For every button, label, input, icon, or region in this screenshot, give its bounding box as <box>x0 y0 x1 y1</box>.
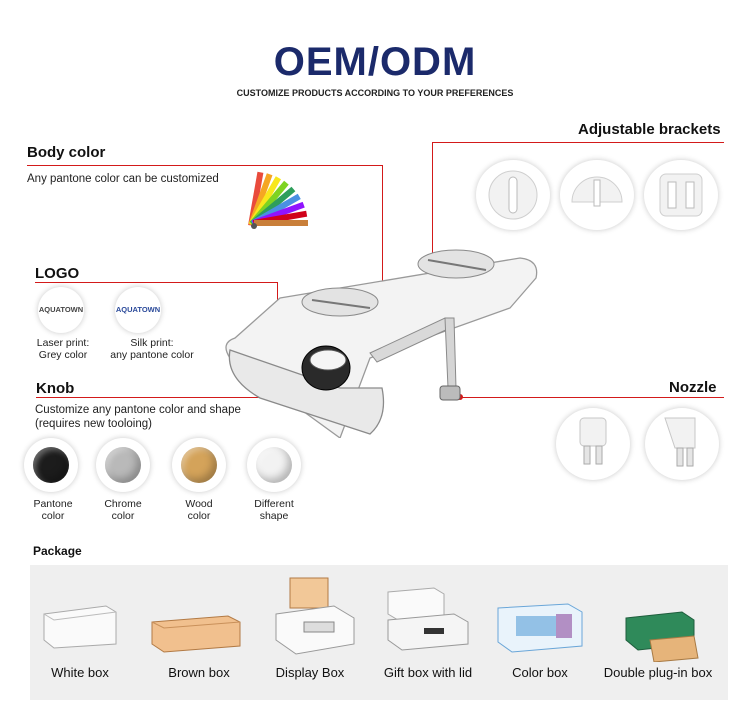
body-color-leader-vertical <box>382 165 383 288</box>
package-label-5: Color box <box>512 665 568 680</box>
double-plug-in-box-image <box>625 611 699 662</box>
bracket-round-icon <box>488 170 538 220</box>
brown-box-image <box>151 615 241 653</box>
white-box-image <box>43 605 117 649</box>
pantone-swatch-fan-icon <box>248 171 308 229</box>
package-label-6: Double plug-in box <box>603 665 713 680</box>
nozzle-title: Nozzle <box>669 379 717 396</box>
laser-print-label: Laser print: Grey color <box>36 337 90 361</box>
knob-swatch <box>256 447 292 483</box>
silk-logo-sample: AQUATOWN <box>115 287 161 333</box>
gift-box-image <box>387 587 469 651</box>
display-box-image <box>275 577 355 655</box>
logo-leader <box>35 282 277 283</box>
silk-print-label: Silk print: any pantone color <box>110 337 194 361</box>
knob-option-1-image <box>24 438 78 492</box>
bidet-product-illustration <box>225 249 538 438</box>
bracket-slot-image <box>560 160 634 230</box>
package-label-4: Gift box with lid <box>383 665 473 680</box>
nozzle-side-icon <box>664 417 696 467</box>
brackets-leader <box>432 142 724 143</box>
knob-option-2-image <box>96 438 150 492</box>
package-label-3: Display Box <box>275 665 345 680</box>
laser-logo-sample: AQUATOWN <box>38 287 84 333</box>
laser-logo-text: AQUATOWN <box>38 305 84 314</box>
bracket-slot-icon <box>571 176 623 207</box>
knob-option-4-image <box>247 438 301 492</box>
body-color-leader <box>27 165 382 166</box>
bidet-nozzle-stem <box>444 317 457 389</box>
bracket-frame-icon <box>659 173 703 217</box>
silk-logo-text: AQUATOWN <box>115 305 161 314</box>
brackets-leader-vertical <box>432 142 433 261</box>
nozzle-front-image <box>556 408 630 480</box>
bracket-pad-left <box>301 287 379 317</box>
brackets-title: Adjustable brackets <box>578 121 721 138</box>
page-subtitle: CUSTOMIZE PRODUCTS ACCORDING TO YOUR PRE… <box>236 88 514 98</box>
package-label-1: White box <box>51 665 109 680</box>
knob-description: Customize any pantone color and shape (r… <box>35 404 241 430</box>
color-box-image <box>497 603 583 653</box>
nozzle-side-image <box>645 408 719 480</box>
bidet-knob-top <box>309 349 347 371</box>
knob-title: Knob <box>36 380 75 397</box>
bidet-nozzle-connector <box>439 385 461 401</box>
knob-option-3-image <box>172 438 226 492</box>
nozzle-front-icon <box>579 417 607 465</box>
knob-swatch <box>33 447 69 483</box>
bracket-round-image <box>476 160 550 230</box>
package-band <box>30 565 728 700</box>
knob-swatch <box>181 447 217 483</box>
logo-title: LOGO <box>35 265 80 282</box>
knob-leader <box>36 397 329 398</box>
body-color-title: Body color <box>27 144 106 161</box>
nozzle-leader <box>460 397 724 398</box>
package-title: Package <box>33 544 82 558</box>
page-title: OEM/ODM <box>273 40 477 84</box>
knob-swatch <box>105 447 141 483</box>
bracket-frame-image <box>644 160 718 230</box>
body-color-description: Any pantone color can be customized <box>27 173 219 185</box>
package-label-2: Brown box <box>168 665 230 680</box>
bidet-front-housing <box>228 349 385 435</box>
